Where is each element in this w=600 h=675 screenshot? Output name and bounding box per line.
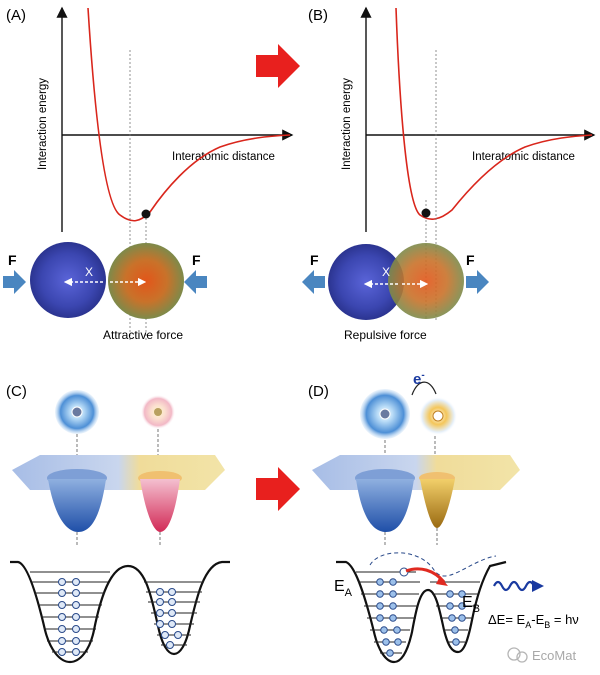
panel-d-electron-transfer-arc [411,381,437,396]
panel-b: (B) Interaction energy Interatomic dista… [302,6,596,342]
panel-d-eb-label: EB [462,594,480,615]
panel-b-ylabel: Interaction energy [341,78,353,170]
panel-a-f-right: F [192,252,201,268]
panel-b-energy-curve [395,7,593,220]
panel-c-double-well [10,560,230,664]
panel-a-xlabel: Interatomic distance [172,151,275,163]
panel-c-electrons [58,578,182,656]
watermark: EcoMat [507,647,576,663]
panel-d-electron-label: e- [413,370,425,388]
watermark-text: EcoMat [532,648,576,663]
panel-b-letter: (B) [308,7,328,24]
panel-c: (C) [6,383,230,664]
panel-c-well-pink [140,479,180,532]
panel-a-atom-blue [30,242,106,318]
panel-d-transition-arrowhead [436,576,448,586]
panel-b-force-arrow-left [302,270,325,294]
panel-d-letter: (D) [308,383,329,400]
transition-arrow-top [256,44,300,88]
panel-c-potential-sheet [12,455,225,490]
panel-b-xlabel: Interatomic distance [472,151,575,163]
panel-a-force-arrow-left [3,270,26,294]
panel-b-caption: Repulsive force [344,328,427,342]
panel-a-letter: (A) [6,7,26,24]
panel-b-force-arrow-right [466,270,489,294]
panel-b-x-label: X [382,265,390,279]
panel-c-letter: (C) [6,383,27,400]
panel-d-nucleus-yellow [432,410,444,422]
panel-d-well-gold [420,479,455,528]
transition-arrow-bottom [256,467,300,511]
panel-c-nucleus-pink [154,408,162,416]
panel-a-equilibrium-dot [141,209,151,219]
panel-d: (D) e- [308,370,579,664]
panel-c-nucleus-blue [71,406,83,418]
watermark-icon [507,647,521,661]
panel-d-nucleus-blue [379,408,391,420]
panel-a-f-left: F [8,252,17,268]
panel-a-ylabel: Interaction energy [37,78,49,170]
panel-c-well-blue [48,479,106,532]
panel-b-f-right: F [466,252,475,268]
watermark-icon-2 [516,651,528,663]
panel-d-energy-equation: ΔE= EA-EB = hν [488,612,579,630]
panel-d-dashed-barrier [369,552,497,577]
panel-a: (A) Interaction energy Interatomic dista… [3,6,294,342]
panel-d-photon-arrowhead [532,580,544,592]
panel-b-atom-orange [388,243,464,319]
panel-d-well-blue [356,479,414,532]
panel-d-potential-sheet [312,455,520,490]
panel-a-atom-orange [108,243,184,319]
panel-c-levels [30,571,204,653]
panel-d-photon-wave [493,580,535,592]
panel-d-electrons [376,578,466,657]
panel-a-caption: Attractive force [103,328,183,342]
panel-b-f-left: F [310,252,319,268]
panel-a-force-arrow-right [184,270,207,294]
panel-d-ea-label: EA [334,578,353,599]
panel-a-energy-curve [87,7,291,222]
panel-a-x-label: X [85,265,93,279]
panel-d-double-well [336,560,507,664]
panel-d-levels [356,571,480,654]
panel-b-equilibrium-dot [421,208,431,218]
